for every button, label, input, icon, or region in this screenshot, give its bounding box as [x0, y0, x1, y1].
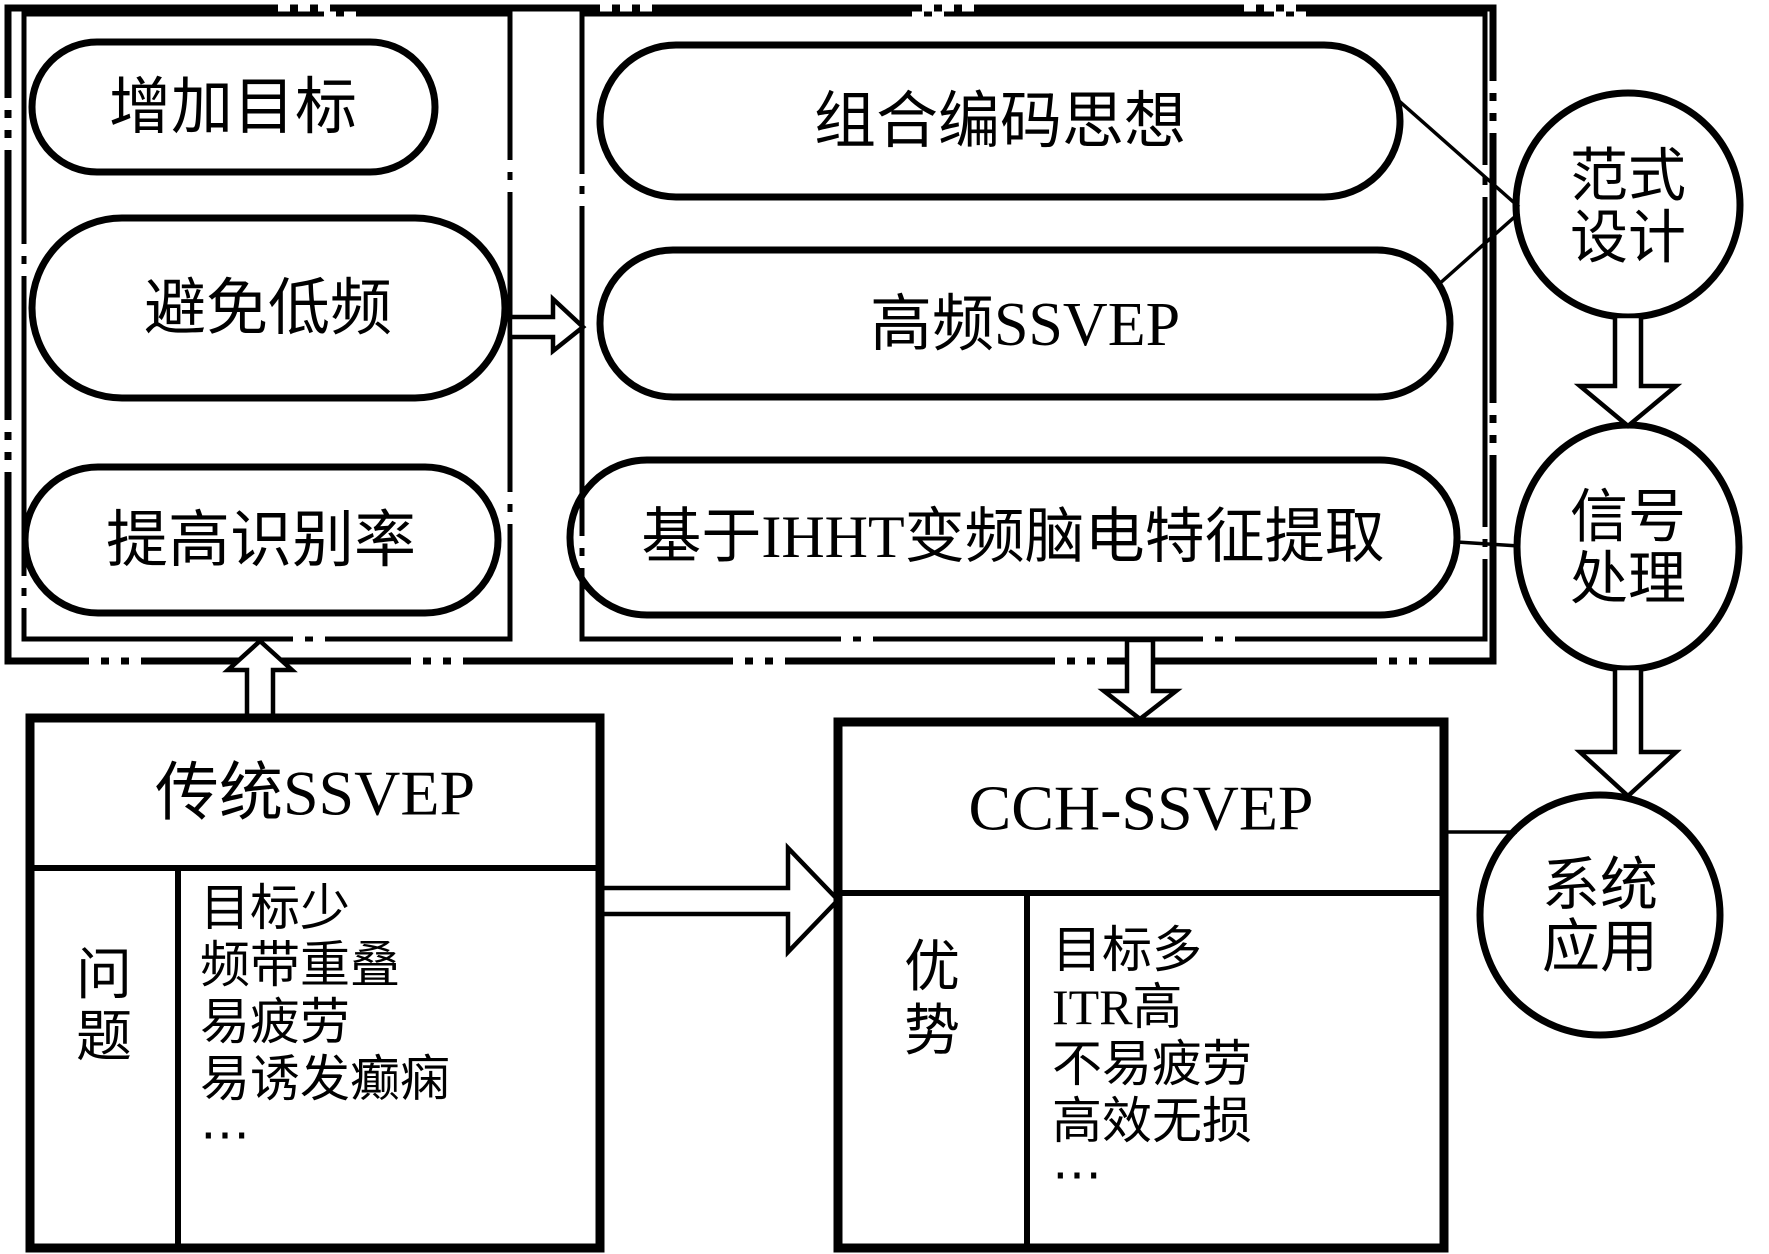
cch-item: 不易疲劳: [1052, 1036, 1252, 1092]
traditional-item-ellipsis: ⋯: [200, 1106, 250, 1162]
cch-column-label-char1: 优: [904, 937, 960, 999]
cch-column-label-char2: 势: [904, 1001, 960, 1063]
circle-system-application: [1476, 791, 1724, 1039]
arrow-top-frame-to-cch: [1097, 637, 1183, 722]
traditional-item: 易诱发癫痫: [200, 1051, 450, 1107]
circle-system-application-line2: 应用: [1542, 915, 1658, 980]
circle-paradigm-design-line1: 范式: [1570, 144, 1686, 209]
traditional-item: 频带重叠: [200, 937, 400, 993]
traditional-ssvep-border: [25, 713, 605, 1253]
traditional-column-label-char2: 题: [76, 1007, 132, 1069]
pill-avoid-low-freq-label: 避免低频: [144, 275, 392, 343]
traditional-item: 易疲劳: [200, 994, 350, 1050]
connector-highfreq-to-paradigm: [1436, 211, 1521, 287]
pill-ihht-feature-extraction-label: 基于IHHT变频脑电特征提取: [641, 504, 1384, 570]
circle-paradigm-design-line2: 设计: [1570, 206, 1686, 271]
cch-item: 目标多: [1052, 922, 1202, 978]
pill-add-targets: [28, 38, 439, 176]
arrow-signal-to-system: [1574, 665, 1682, 800]
arrow-traditional-to-cch: [597, 842, 842, 958]
traditional-item: 目标少: [200, 880, 350, 936]
cch-ssvep-title: CCH-SSVEP: [969, 773, 1314, 844]
circle-system-application-line1: 系统: [1542, 853, 1658, 918]
arrow-paradigm-to-signal: [1573, 313, 1683, 429]
connector-ihht-to-signal: [1456, 540, 1520, 548]
arrow-traditional-to-top-frame: [222, 637, 298, 722]
cch-item: 高效无损: [1052, 1093, 1252, 1149]
cch-item-ellipsis: ⋯: [1052, 1146, 1102, 1202]
connector-coding-to-paradigm: [1396, 98, 1521, 209]
traditional-ssvep-box: 传统SSVEP 问 题 目标少 频带重叠 易疲劳 易诱发癫痫 ⋯: [25, 713, 605, 1253]
traditional-column-label-char1: 问: [76, 945, 132, 1007]
pill-high-freq-ssvep: [596, 246, 1454, 401]
pill-ihht-feature-extraction: [566, 456, 1461, 619]
pill-combined-coding-label: 组合编码思想: [814, 88, 1186, 156]
pill-avoid-low-freq: [28, 214, 509, 402]
pill-improve-recognition-label: 提高识别率: [106, 507, 416, 575]
pill-add-targets-label: 增加目标: [109, 74, 357, 142]
traditional-ssvep-title: 传统SSVEP: [155, 758, 475, 829]
pill-combined-coding: [596, 41, 1404, 201]
outer-dashdot-frame: [4, 4, 1497, 665]
cch-ssvep-box: CCH-SSVEP 优 势 目标多 ITR高 不易疲劳 高效无损 ⋯: [833, 717, 1449, 1253]
circle-signal-processing-line1: 信号: [1570, 485, 1686, 550]
cch-ssvep-border: [833, 717, 1449, 1253]
pill-high-freq-ssvep-label: 高频SSVEP: [870, 291, 1180, 359]
arrow-left-panel-to-right-panel: [507, 293, 587, 356]
circle-signal-processing-line2: 处理: [1570, 547, 1686, 612]
cch-item: ITR高: [1052, 979, 1183, 1035]
pill-improve-recognition: [21, 463, 502, 617]
